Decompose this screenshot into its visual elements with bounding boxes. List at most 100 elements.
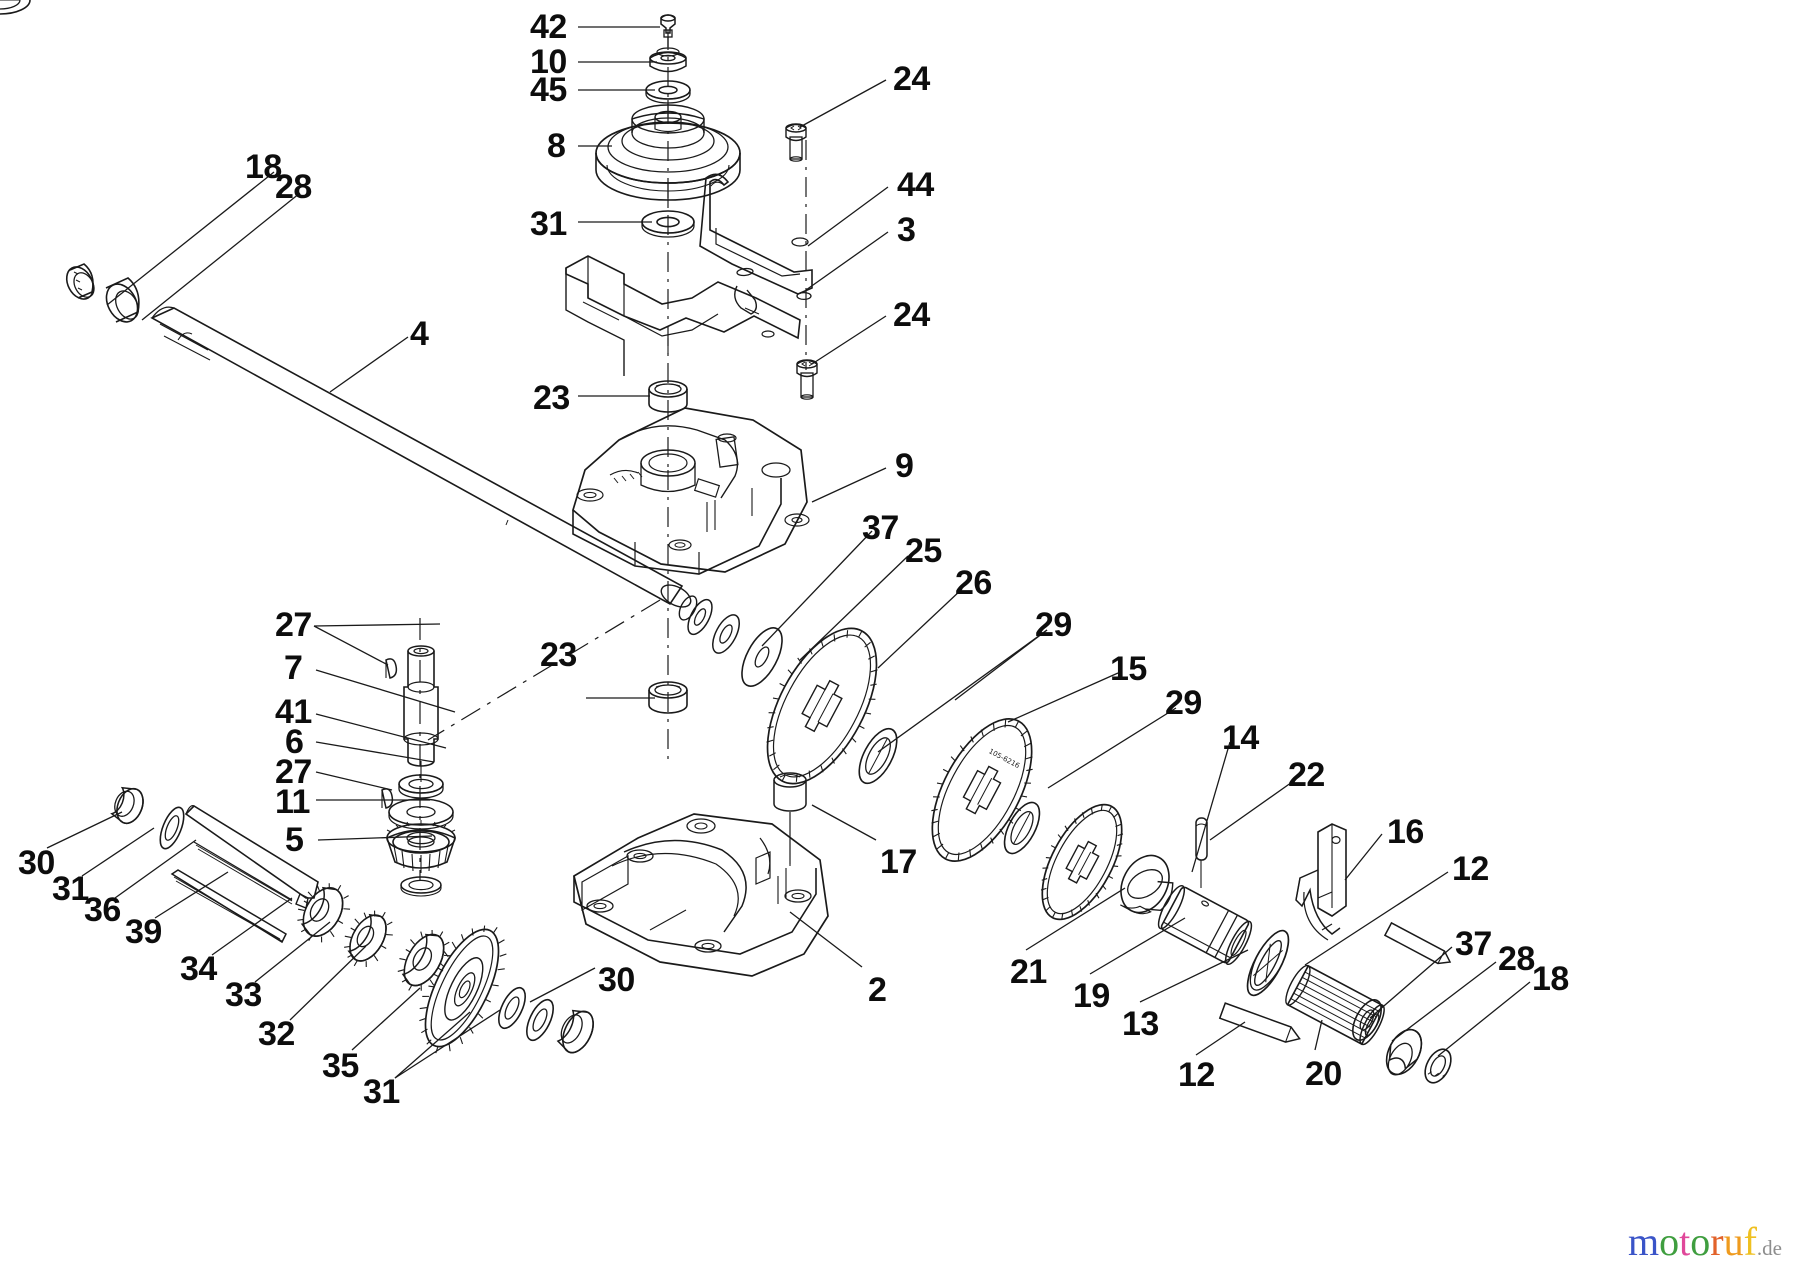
callout-24-lower: 24: [893, 296, 930, 334]
part-37-thrust-washer-group: [678, 595, 740, 654]
part-24-hex-bolt-upper: [785, 123, 807, 162]
part-45-washer: [645, 80, 691, 104]
part-8-drive-pulley: [595, 100, 741, 205]
callout-6: 6: [285, 723, 304, 761]
callout-22: 22: [1288, 756, 1325, 794]
callout-35: 35: [322, 1047, 359, 1085]
callout-13: 13: [1122, 1005, 1159, 1043]
callout-18-left: 18: [245, 148, 282, 186]
part-44-mounting-bracket: [699, 173, 813, 295]
callout-18-right: 18: [1532, 960, 1569, 998]
part-29-spacer-washer-a: [858, 727, 898, 785]
center-axis: [667, 30, 807, 760]
callout-10: 10: [530, 43, 567, 81]
part-36-axle-shaft: [184, 804, 319, 909]
part-41-shaft-collar: [398, 774, 444, 799]
part-10-lock-nut: [649, 47, 687, 73]
callout-29-single: 29: [1165, 684, 1202, 722]
callout-31-axle-left: 31: [52, 870, 89, 908]
callout-9: 9: [895, 447, 914, 485]
callout-31-pulley: 31: [530, 205, 567, 243]
leader-lines: [46, 26, 1531, 1079]
part-23-bearing-lower: [648, 681, 688, 714]
part-13-clutch-dog: [1246, 929, 1290, 997]
part-18-bushing-left: [65, 263, 95, 300]
callout-30-left: 30: [18, 844, 55, 882]
part-42-grease-fitting: [660, 14, 676, 47]
callout-7: 7: [284, 649, 303, 687]
part-30-bushing-axle-right: [556, 1009, 594, 1054]
part-39-roll-pin-axle: [170, 869, 287, 944]
part-15-driven-gear: 105-6216: [931, 718, 1033, 862]
part-12-roll-pin-lower: [1218, 1002, 1301, 1043]
callout-27-lower: 27: [275, 753, 312, 791]
part-34-pinion-gear-a: [297, 883, 351, 943]
part-31-washer-axle-right-b: [526, 998, 554, 1042]
callout-12-lower: 12: [1178, 1056, 1215, 1094]
watermark-letter-r: r: [1710, 1219, 1724, 1264]
callout-37-right: 37: [1455, 925, 1492, 963]
callout-5: 5: [285, 821, 304, 859]
callout-34: 34: [180, 950, 217, 988]
part-3-support-bracket: [565, 255, 812, 376]
part-24-hex-bolt-lower: [796, 359, 818, 400]
motoruf-watermark: motoruf.de: [1628, 1222, 1782, 1262]
part-31-washer-axle-right-a: [498, 986, 526, 1030]
callout-31-axle-right: 31: [363, 1073, 400, 1111]
part-29-spacer-washer-b: [0, 0, 31, 15]
callout-44: 44: [897, 166, 934, 204]
callout-4: 4: [410, 315, 429, 353]
part-29-spacer-washer-c: [1003, 801, 1041, 855]
watermark-tld: .de: [1756, 1236, 1782, 1260]
callout-29-pair: 29: [1035, 606, 1072, 644]
callout-24-upper: 24: [893, 60, 930, 98]
callout-19: 19: [1073, 977, 1110, 1015]
callout-39: 39: [125, 913, 162, 951]
part-14-gear: [1040, 803, 1124, 921]
part-4-input-shaft: [150, 306, 692, 608]
part-28-spacer-left: [105, 277, 140, 323]
callout-36: 36: [84, 891, 121, 929]
callout-15: 15: [1110, 650, 1147, 688]
callout-20: 20: [1305, 1055, 1342, 1093]
callout-41: 41: [275, 693, 312, 731]
watermark-letter-o2: o: [1690, 1219, 1711, 1264]
callout-26: 26: [955, 564, 992, 602]
callout-8: 8: [547, 127, 566, 165]
callout-28-right: 28: [1498, 940, 1535, 978]
part-21-bushing-hub: [1120, 854, 1174, 915]
callout-42: 42: [530, 8, 567, 46]
callout-16: 16: [1387, 813, 1424, 851]
watermark-letter-f: f: [1743, 1219, 1757, 1264]
part-16-shifter-arm: [1295, 823, 1347, 941]
part-19-clutch-collar: [1157, 884, 1253, 966]
part-26-drive-gear: [766, 627, 878, 785]
part-11-thrust-washer-bevel: [392, 830, 450, 854]
callout-21: 21: [1010, 953, 1047, 991]
watermark-letter-o1: o: [1659, 1219, 1680, 1264]
watermark-letter-t: t: [1679, 1219, 1691, 1264]
part-22-roll-pin: [1195, 817, 1208, 888]
part-28-spacer-right: [1385, 1028, 1423, 1076]
callout-23-upper: 23: [533, 379, 570, 417]
callout-27-upper: 27: [275, 606, 312, 644]
part-30-bushing-axle-left: [110, 786, 144, 825]
part-23-bearing-upper: [648, 380, 688, 413]
part-31-flat-washer-pulley: [641, 210, 695, 238]
svg-text:105-6216: 105-6216: [987, 747, 1021, 770]
part-12-roll-pin-upper: [1383, 921, 1452, 965]
callout-32: 32: [258, 1015, 295, 1053]
part-33-pinion-gear-b: [344, 910, 393, 968]
callout-11: 11: [275, 783, 310, 821]
callout-23-lower: 23: [540, 636, 577, 674]
callout-45: 45: [530, 71, 567, 109]
part-5-bevel-gear: [386, 820, 456, 897]
callout-37-group: 37: [862, 509, 899, 547]
callout-25: 25: [905, 532, 942, 570]
part-25-thrust-washer: [741, 627, 783, 687]
part-35-output-gear: [419, 925, 507, 1054]
part-2-gear-case-housing: [573, 812, 829, 977]
callout-30-right: 30: [598, 961, 635, 999]
